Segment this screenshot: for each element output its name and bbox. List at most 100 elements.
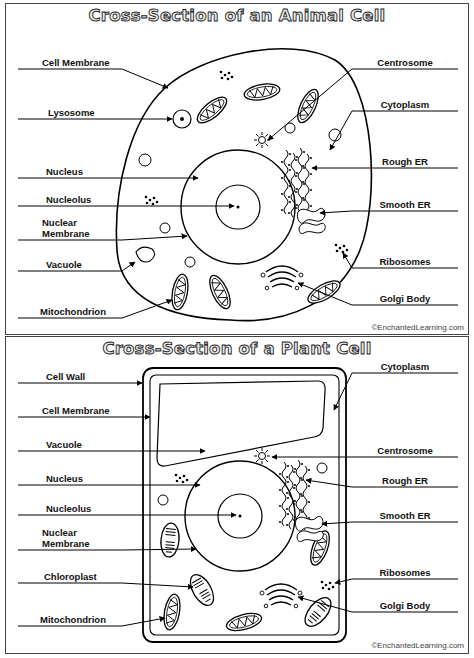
- ribosomes: [175, 474, 189, 484]
- nucleus: [185, 461, 295, 571]
- leader-line: [122, 300, 172, 318]
- part-label: Cell Wall: [46, 371, 118, 382]
- vesicle: [139, 154, 151, 166]
- copyright-note: ©EnchantedLearning.com: [326, 322, 464, 333]
- vesicle: [160, 223, 170, 233]
- lysosome-core: [180, 117, 184, 121]
- part-label: Nucleolus: [46, 503, 118, 514]
- part-label: Ribosomes: [356, 567, 454, 578]
- label-underline: [18, 69, 122, 70]
- part-label: Smooth ER: [356, 199, 454, 210]
- leader-line: [306, 480, 352, 487]
- label-underline: [352, 168, 458, 169]
- label-underline: [352, 69, 458, 70]
- label-underline: [352, 268, 458, 269]
- part-label: Golgi Body: [356, 600, 454, 611]
- smooth-er: [297, 208, 325, 233]
- part-label: Nuclear Membrane: [42, 217, 97, 239]
- label-underline: [352, 211, 458, 212]
- leader-line: [335, 579, 352, 583]
- plant-cell: [143, 368, 346, 642]
- part-label: Centrosome: [356, 57, 454, 68]
- leader-line: [268, 69, 352, 140]
- leader-line: [122, 451, 205, 452]
- animal-cell: [116, 49, 371, 321]
- part-label: Nucleolus: [46, 194, 118, 205]
- ribosomes: [321, 581, 335, 591]
- leader-line: [334, 373, 352, 410]
- label-underline: [352, 579, 458, 580]
- label-underline: [18, 417, 122, 418]
- nucleolus: [218, 494, 262, 538]
- vesicle: [317, 463, 327, 473]
- cell-membrane: [116, 49, 371, 321]
- part-label: Vacuole: [46, 259, 118, 270]
- part-label: Nucleus: [46, 166, 118, 177]
- leader-line: [343, 253, 352, 268]
- leader-line: [122, 69, 168, 88]
- nucleolus-dot: [237, 206, 240, 209]
- part-label: Chloroplast: [44, 571, 120, 582]
- part-label: Rough ER: [356, 156, 454, 167]
- nucleolus: [216, 185, 260, 229]
- label-underline: [18, 383, 122, 384]
- label-underline: [352, 111, 458, 112]
- label-underline: [18, 206, 122, 207]
- leader-line: [122, 485, 200, 486]
- centrosome: [254, 448, 270, 464]
- label-underline: [18, 178, 122, 179]
- part-label: Vacuole: [46, 439, 118, 450]
- label-underline: [18, 626, 122, 627]
- mitochondrion: [161, 593, 182, 631]
- leader-line: [122, 383, 142, 384]
- vesicle: [158, 495, 168, 505]
- part-label: Centrosome: [356, 445, 454, 456]
- smooth-er: [295, 516, 323, 541]
- leader-line: [122, 262, 135, 271]
- ribosomes: [220, 71, 234, 81]
- leader-line: [122, 178, 198, 179]
- copyright-note: ©EnchantedLearning.com: [326, 640, 464, 651]
- label-underline: [352, 457, 458, 458]
- cell-membrane: [150, 375, 339, 635]
- label-underline: [352, 612, 458, 613]
- part-label: Mitochondrion: [40, 614, 120, 625]
- part-label: Ribosomes: [356, 256, 454, 267]
- leader-line: [122, 417, 150, 418]
- part-label: Nuclear Membrane: [42, 527, 97, 549]
- panel-heading: Cross-Section of a Plant Cell: [6, 339, 468, 358]
- ribosomes: [145, 196, 159, 206]
- leader-line: [122, 206, 234, 207]
- label-underline: [18, 485, 122, 486]
- label-underline: [352, 522, 458, 523]
- lysosome: [173, 110, 191, 128]
- chloroplast: [186, 571, 219, 609]
- mitochondrion: [243, 81, 281, 102]
- label-underline: [352, 373, 458, 374]
- leader-line: [298, 597, 352, 612]
- label-underline: [18, 271, 122, 272]
- part-label: Rough ER: [356, 475, 454, 486]
- part-label: Cell Membrane: [42, 57, 122, 68]
- leader-line: [322, 522, 352, 524]
- label-underline: [352, 487, 458, 488]
- leader-line: [330, 111, 352, 150]
- label-underline: [18, 318, 122, 319]
- leader-line: [122, 119, 172, 120]
- mitochondrion: [193, 93, 230, 128]
- chloroplast: [160, 522, 181, 557]
- label-underline: [18, 515, 122, 516]
- mitochondrion: [169, 273, 190, 311]
- cell-wall: [143, 368, 346, 642]
- leader-line: [122, 236, 187, 240]
- vacuole: [157, 381, 325, 466]
- leader-line: [122, 549, 196, 550]
- mitochondrion: [305, 277, 344, 308]
- centrosome: [254, 132, 270, 148]
- label-underline: [352, 305, 458, 306]
- label-underline: [18, 119, 122, 120]
- mitochondrion: [225, 610, 264, 634]
- part-label: Lysosome: [48, 107, 120, 118]
- panel-heading: Cross-Section of an Animal Cell: [6, 6, 468, 25]
